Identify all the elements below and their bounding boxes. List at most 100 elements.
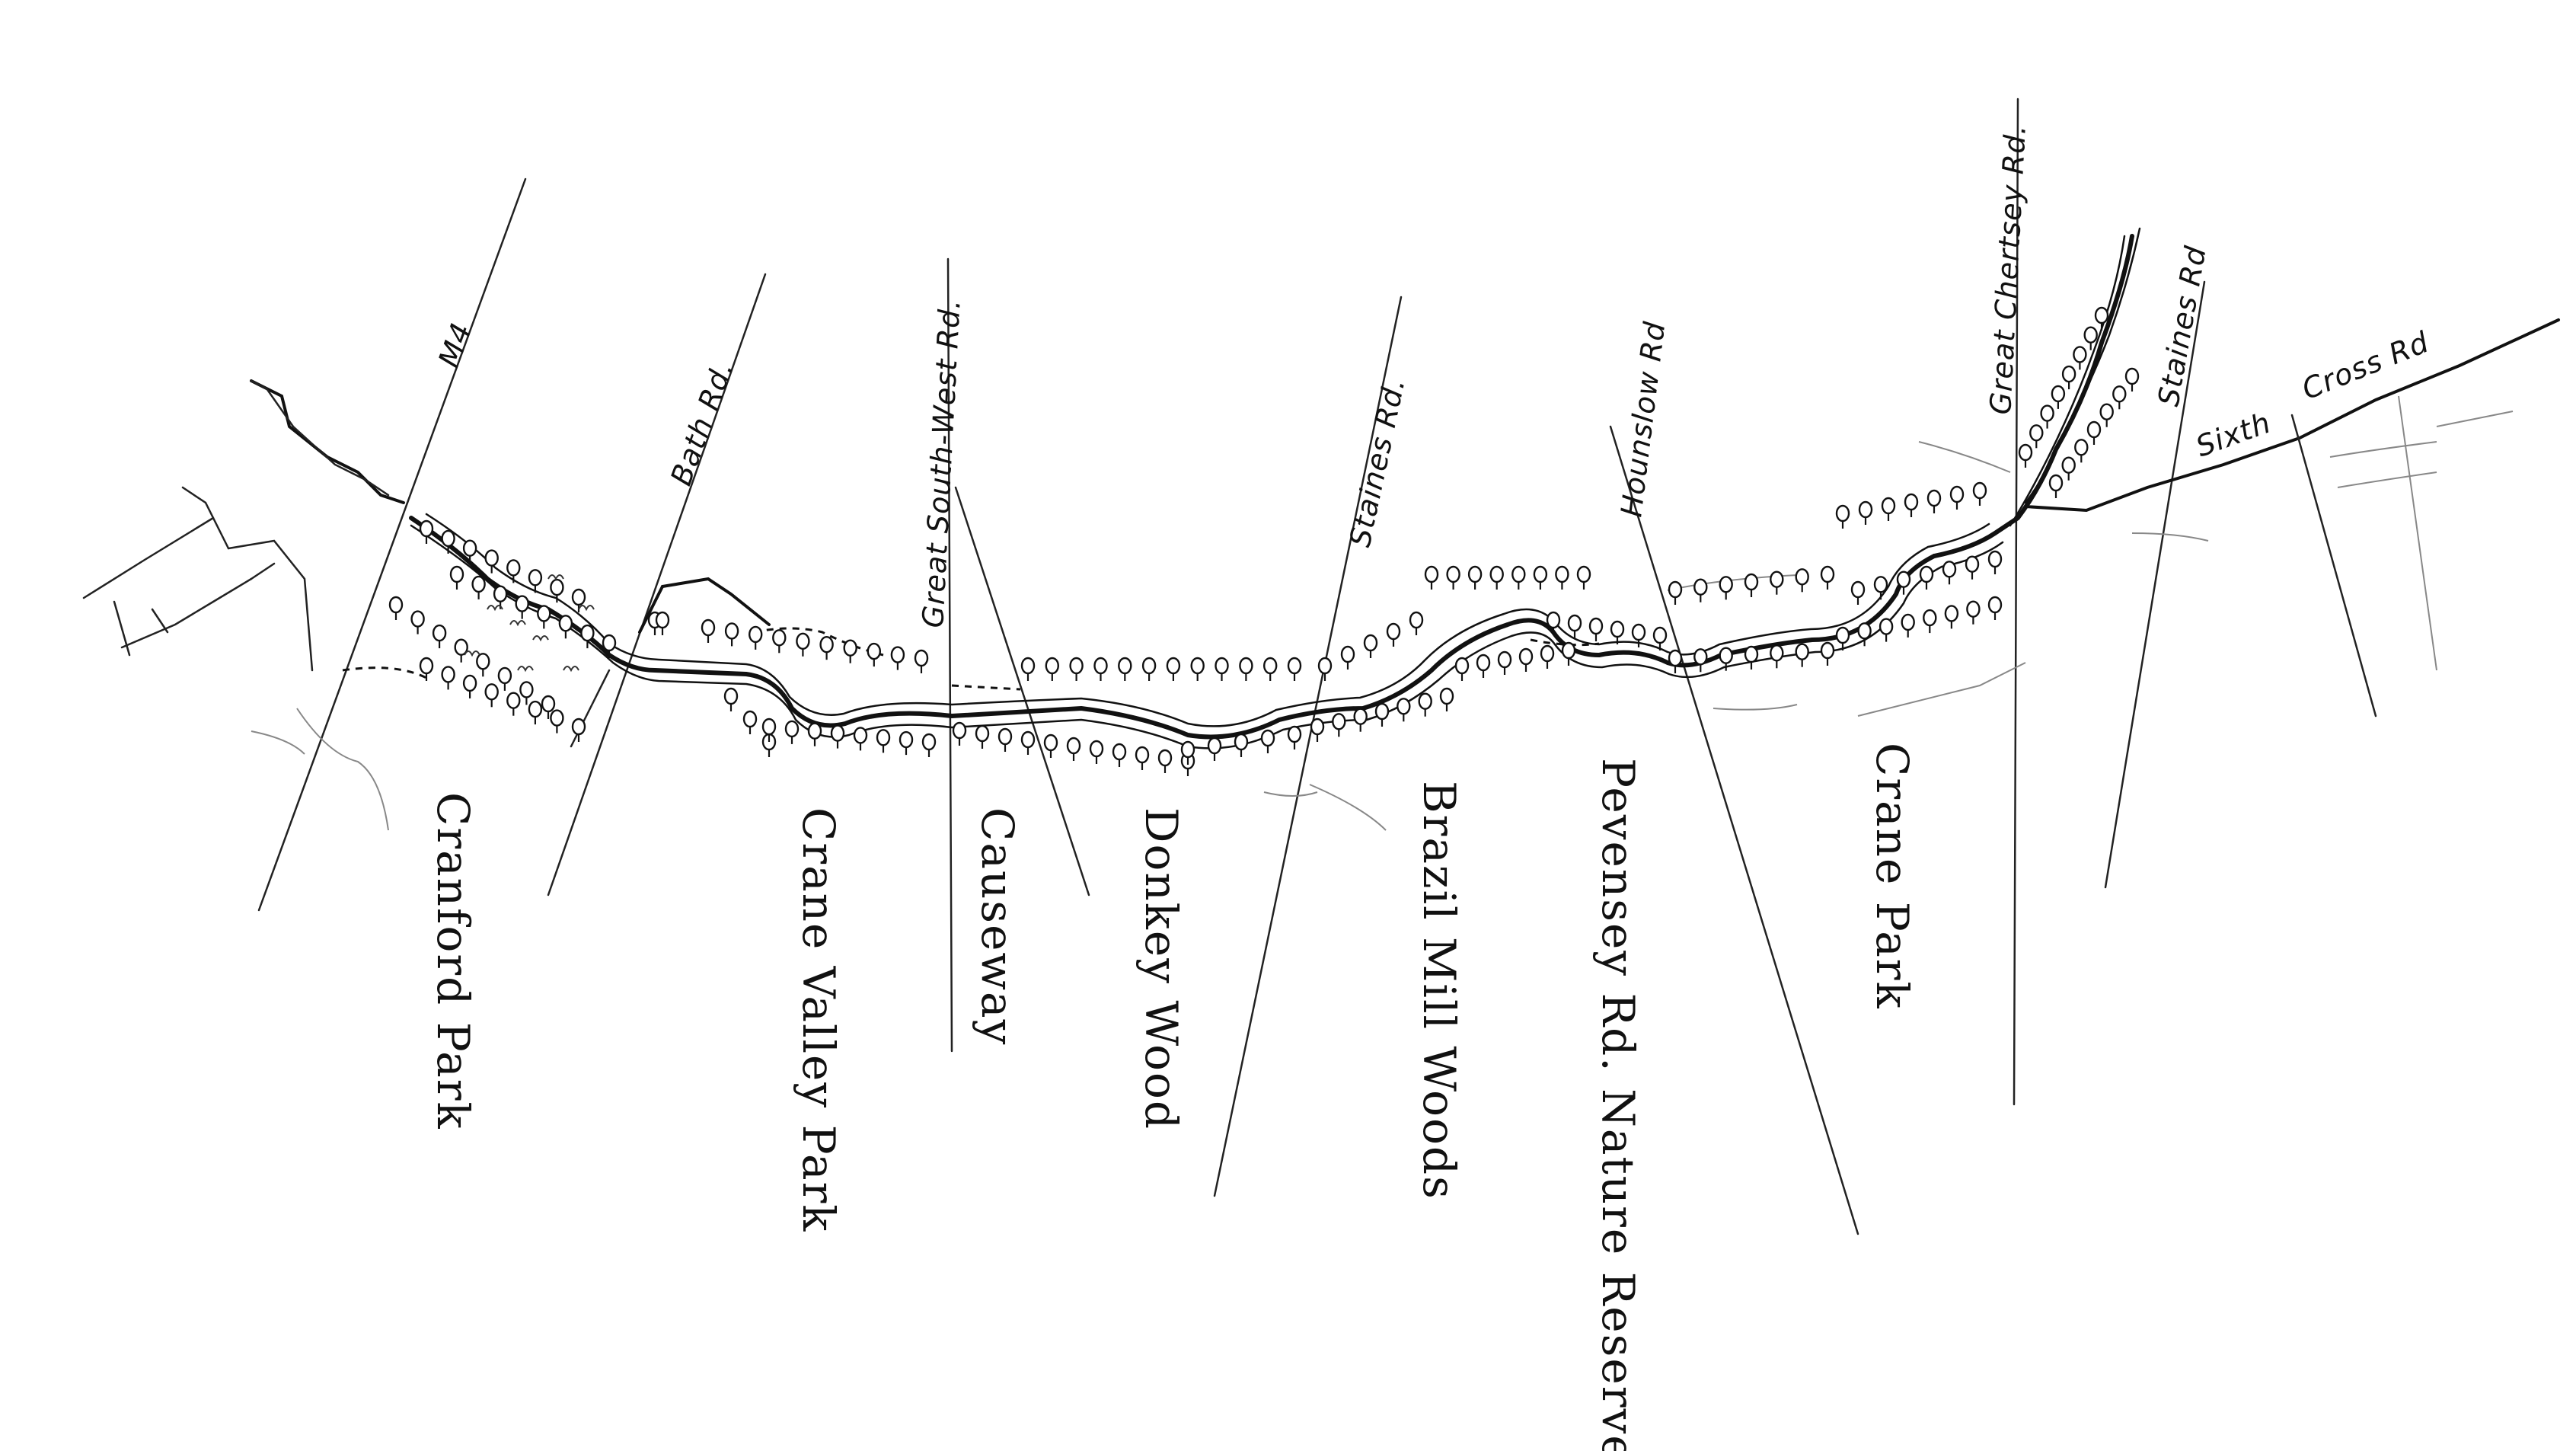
tree-icon <box>723 687 739 713</box>
tree-icon <box>1533 565 1548 591</box>
tree-icon <box>449 565 464 591</box>
minor-roads <box>251 395 2514 831</box>
tree-icon <box>890 646 905 671</box>
field-boundaries <box>82 379 771 672</box>
tree-icon <box>1518 647 1534 673</box>
tree-icon <box>1166 657 1181 682</box>
tree-icon <box>1439 687 1454 713</box>
tree-icon <box>1239 657 1253 682</box>
tree-icon <box>1093 657 1108 682</box>
tree-icon <box>1795 568 1809 593</box>
tree-icon <box>497 666 512 692</box>
tree-icon <box>1446 565 1460 591</box>
label-great-south-west-rd: Great South-West Rd. <box>916 298 967 628</box>
tree-icon <box>388 596 404 622</box>
tree-icon <box>419 519 434 545</box>
tree-icon <box>1744 645 1759 671</box>
tree-icon <box>1287 725 1302 751</box>
tree-icon <box>550 578 564 604</box>
tree-icon <box>471 575 486 601</box>
tree-icon <box>1424 565 1439 591</box>
label-pevensey-rd-nature-reserve: Pevensey Rd. Nature Reserve <box>1592 758 1644 1451</box>
tree-icon <box>1858 500 1873 526</box>
tree-icon <box>1511 565 1526 591</box>
tree-icon <box>1043 733 1058 759</box>
label-sixth-cross-rd-2: Cross Rd <box>2297 325 2434 407</box>
label-crane-park: Crane Park <box>1866 743 1918 1010</box>
label-bath-rd: Bath Rd. <box>664 356 740 490</box>
label-donkey-wood: Donkey Wood <box>1135 807 1187 1130</box>
tree-icon <box>462 674 477 700</box>
tree-icon <box>784 720 800 746</box>
scrub-icon <box>464 574 595 673</box>
tree-icon <box>515 595 529 620</box>
label-sixth-cross-rd-1: Sixth <box>2191 406 2275 464</box>
tree-icon <box>537 605 551 630</box>
road-great-south-west-rd <box>946 257 953 1053</box>
tree-icon <box>796 632 810 657</box>
tree-icon <box>830 724 845 749</box>
tree-icon <box>484 683 499 708</box>
label-hounslow-rd: Hounslow Rd <box>1614 319 1671 519</box>
tree-icon <box>1262 657 1278 682</box>
tree-icon <box>1135 746 1150 772</box>
area-labels: Cranford Park Crane Valley Park Causeway… <box>427 743 1918 1451</box>
tree-icon <box>1770 570 1784 596</box>
label-causeway: Causeway <box>972 807 1023 1046</box>
tree-icon <box>2073 346 2087 371</box>
road-causeway-track <box>954 486 1090 896</box>
tree-icon <box>1944 605 1959 630</box>
tree-icon <box>1374 702 1390 728</box>
tree-icon <box>899 730 914 756</box>
tree-icon <box>2124 367 2140 393</box>
tree-icon <box>1770 644 1784 670</box>
tree-icon <box>528 700 543 726</box>
tree-icon <box>998 727 1013 753</box>
tree-icon <box>1190 657 1205 682</box>
tree-icon <box>1987 550 2003 576</box>
tree-icon <box>1795 643 1809 668</box>
tree-icon <box>1820 641 1835 667</box>
tree-icon <box>2074 439 2089 464</box>
tree-icon <box>519 681 534 706</box>
tree-icon <box>1045 657 1060 682</box>
tree-icon <box>2051 385 2066 411</box>
tree-icon <box>1234 733 1249 759</box>
tree-icon <box>1546 611 1561 637</box>
tree-icon <box>1693 578 1708 603</box>
tree-icon <box>1207 737 1222 762</box>
roads <box>257 97 2560 1235</box>
tree-icon <box>1744 573 1759 599</box>
tree-icon <box>2099 403 2114 428</box>
tree-icon <box>2112 385 2127 411</box>
label-crane-valley-park: Crane Valley Park <box>793 807 844 1232</box>
tree-icon <box>1719 576 1733 601</box>
woodland <box>388 306 2140 778</box>
tree-icon <box>1454 657 1470 682</box>
tree-icon <box>1418 692 1432 718</box>
tree-icon <box>1949 485 1965 511</box>
tree-icon <box>2018 443 2033 469</box>
tree-icon <box>921 733 937 759</box>
tree-icon <box>1332 713 1346 738</box>
tree-icon <box>1020 730 1036 756</box>
tree-icon <box>1561 641 1576 667</box>
tree-icon <box>2048 474 2064 500</box>
road-cross-rd-spur <box>2290 414 2377 718</box>
tree-icon <box>1835 504 1850 530</box>
label-brazil-mill-woods: Brazil Mill Woods <box>1413 781 1465 1200</box>
tree-icon <box>419 657 434 682</box>
tree-icon <box>1397 698 1411 723</box>
river-crane <box>342 227 2141 749</box>
tree-icon <box>1567 614 1582 640</box>
tree-icon <box>1919 565 1934 591</box>
tree-icon <box>1386 622 1401 648</box>
tree-icon <box>1215 657 1229 682</box>
tree-icon <box>506 692 521 717</box>
tree-icon <box>2061 456 2076 481</box>
tree-icon <box>484 549 499 574</box>
tree-icon <box>1850 580 1866 606</box>
tree-icon <box>2029 424 2044 449</box>
tree-icon <box>1353 708 1368 733</box>
tree-icon <box>1972 481 1987 507</box>
